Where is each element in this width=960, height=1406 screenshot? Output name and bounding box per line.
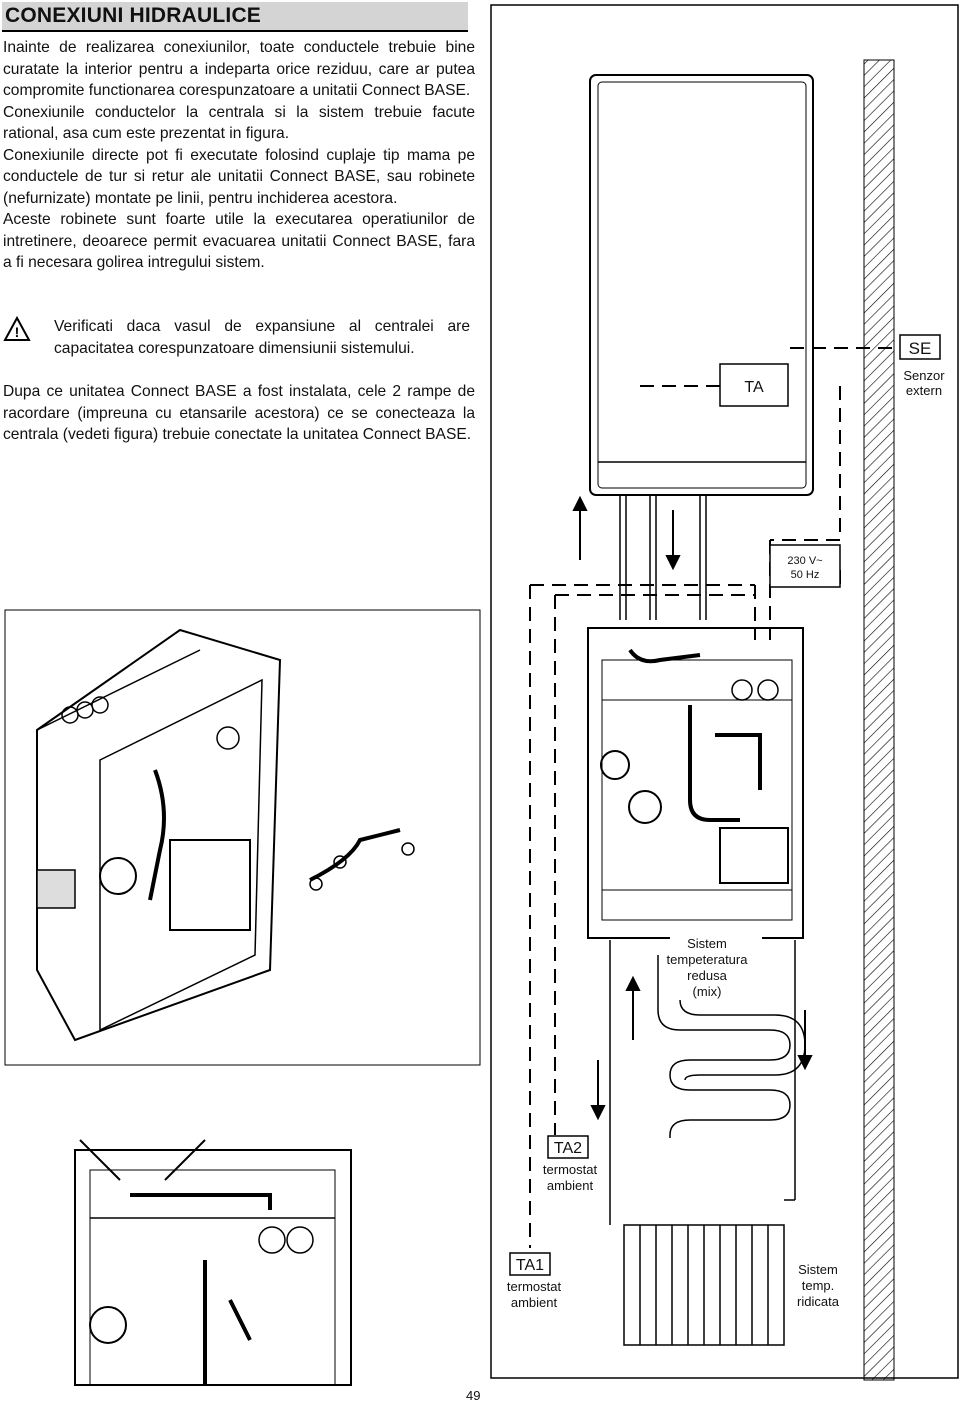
wall-hatch <box>863 59 895 1381</box>
ta1-label: TA1 <box>516 1257 544 1274</box>
page-number: 49 <box>466 1388 481 1403</box>
svg-text:termostat: termostat <box>543 1162 598 1177</box>
ta1-box: TA1 termostat ambient <box>507 1252 562 1310</box>
power-caption-1: 230 V~ <box>787 555 822 567</box>
svg-text:(mix): (mix) <box>693 984 722 999</box>
paragraph-direct-connections: Conexiunile directe pot fi executate fol… <box>3 146 475 207</box>
svg-text:ridicata: ridicata <box>797 1294 840 1309</box>
svg-text:tempeteratura: tempeteratura <box>667 952 749 967</box>
se-caption-1: Senzor <box>903 368 945 383</box>
se-label: SE <box>909 339 932 358</box>
svg-text:termostat: termostat <box>507 1279 562 1294</box>
svg-text:!: ! <box>15 324 20 340</box>
section-title-bar: CONEXIUNI HIDRAULICE <box>2 2 468 32</box>
module-3d-illustration <box>4 609 481 1066</box>
installation-text: Dupa ce unitatea Connect BASE a fost ins… <box>3 383 475 443</box>
ta2-label: TA2 <box>554 1140 582 1157</box>
high-temp-system-label: Sistem temp. ridicata <box>797 1262 840 1309</box>
paragraph-connections: Conexiunile conductelor la centrala si l… <box>3 103 475 143</box>
boiler-unit <box>589 74 814 496</box>
svg-text:ambient: ambient <box>547 1178 594 1193</box>
power-box: 230 V~ 50 Hz <box>769 544 841 588</box>
section-title: CONEXIUNI HIDRAULICE <box>5 4 262 27</box>
ta-box: TA <box>719 363 789 407</box>
svg-text:ambient: ambient <box>511 1295 558 1310</box>
wiring-dashed <box>529 347 900 1248</box>
ta-label: TA <box>744 379 764 396</box>
warning-text: Verificati daca vasul de expansiune al c… <box>54 318 470 357</box>
paragraph-cleaning: Inainte de realizarea conexiunilor, toat… <box>3 39 475 99</box>
supply-pipes <box>619 495 707 620</box>
mix-system-label: Sistem tempeteratura redusa (mix) <box>667 930 762 1000</box>
diagram-frame <box>490 4 959 1379</box>
se-box: SE Senzor extern <box>899 334 945 398</box>
svg-text:temp.: temp. <box>802 1278 835 1293</box>
ta2-box: TA2 termostat ambient <box>543 1135 598 1193</box>
flow-arrows <box>572 495 813 1121</box>
warning-triangle-icon: ! <box>3 316 31 341</box>
paragraph-valves: Aceste robinete sunt foarte utile la exe… <box>3 211 475 271</box>
svg-text:redusa: redusa <box>687 968 728 983</box>
underfloor-coil <box>657 955 806 1138</box>
se-caption-2: extern <box>906 383 942 398</box>
module-bottom-view <box>74 1139 352 1386</box>
intro-text: Inainte de realizarea conexiunilor, toat… <box>3 37 475 274</box>
svg-text:Sistem: Sistem <box>798 1262 838 1277</box>
radiator <box>609 940 796 1346</box>
power-caption-2: 50 Hz <box>791 569 820 581</box>
svg-text:Sistem: Sistem <box>687 936 727 951</box>
module-front-view <box>587 627 804 939</box>
